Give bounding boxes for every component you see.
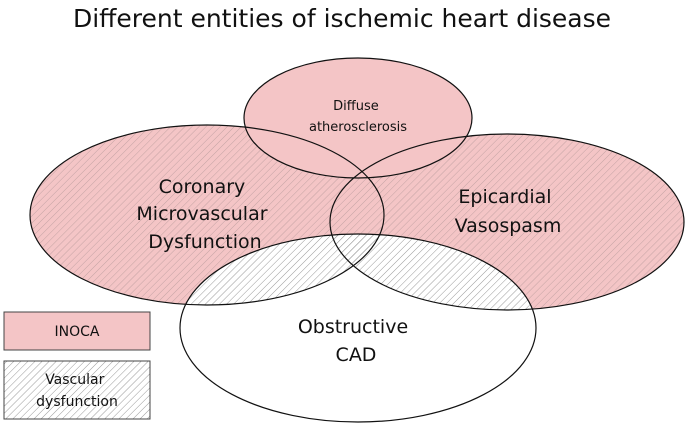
legend-vascular-swatch — [3, 360, 151, 420]
vasospasm-line-2: Vasospasm — [455, 215, 562, 237]
entity-outlines — [29, 57, 685, 423]
obstructive-cad-ellipse — [179, 233, 537, 423]
cmd-line-1: Coronary — [159, 176, 246, 198]
legend-vascular-label: Vascular dysfunction — [36, 372, 118, 410]
diffuse-atherosclerosis-ellipse-fill — [244, 58, 472, 178]
obstructive-line-2: CAD — [336, 344, 377, 366]
cmd-line-3: Dysfunction — [148, 231, 261, 253]
cmd-cad-overlap — [180, 234, 384, 305]
legend-vascular-line-2: dysfunction — [36, 394, 118, 410]
obstructive-line-1: Obstructive — [298, 316, 408, 338]
diffuse-atherosclerosis-ellipse — [243, 57, 473, 179]
legend-inoca-line-1: INOCA — [55, 324, 100, 340]
coronary-microvascular-label: Coronary Microvascular Dysfunction — [136, 176, 273, 253]
legend-vascular-line-1: Vascular — [45, 372, 104, 388]
overlap-hatch — [180, 234, 536, 310]
legend: INOCA Vascular dysfunction — [3, 311, 151, 420]
vasospasm-line-1: Epicardial — [458, 186, 551, 208]
cmd-line-2: Microvascular — [136, 203, 267, 225]
legend-inoca-label: INOCA — [55, 324, 100, 340]
epicardial-vasospasm-ellipse — [329, 133, 685, 311]
legend-inoca-swatch — [3, 311, 151, 351]
obstructive-cad-label: Obstructive CAD — [298, 316, 414, 366]
diffuse-line-1: Diffuse — [333, 99, 379, 114]
diffuse-atherosclerosis-label: Diffuse atherosclerosis — [309, 99, 407, 135]
vasospasm-cad-overlap — [330, 234, 536, 310]
diagram-title: Different entities of ischemic heart dis… — [73, 4, 611, 33]
coronary-microvascular-ellipse — [29, 124, 385, 306]
epicardial-vasospasm-label: Epicardial Vasospasm — [455, 186, 562, 237]
diffuse-line-2: atherosclerosis — [309, 120, 407, 135]
